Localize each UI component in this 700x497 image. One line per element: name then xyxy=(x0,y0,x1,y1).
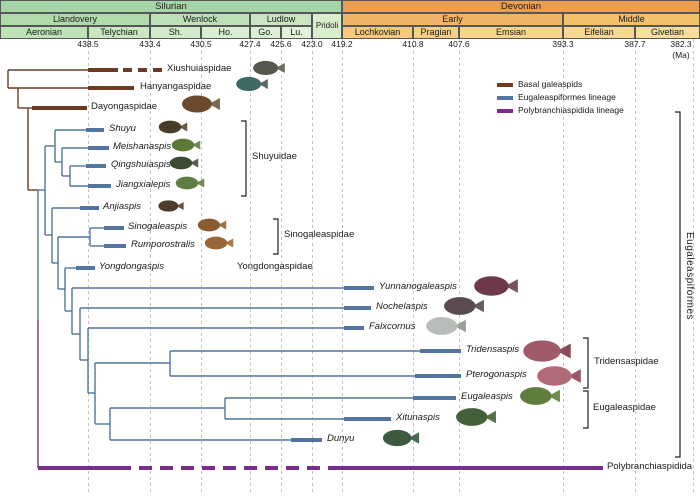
age-387-7: 387.7 xyxy=(624,39,646,49)
stage-eifelian: Eifelian xyxy=(563,26,635,39)
basal-range-bars xyxy=(32,68,162,110)
fossil-shuyu-thumbnail xyxy=(158,120,188,134)
stage-homerian: Ho. xyxy=(201,26,250,39)
ma-unit-label: (Ma) xyxy=(672,50,690,60)
taxon-label-qingshuiaspis: Qingshuiaspis xyxy=(111,159,171,170)
fossil-tridensaspis-thumbnail xyxy=(523,340,571,362)
clade-label-tridensaspidae: Tridensaspidae xyxy=(594,356,659,367)
taxon-label-yongdongaspis: Yongdongaspis xyxy=(99,261,164,272)
clade-label-sinogaleaspidae: Sinogaleaspidae xyxy=(284,229,355,240)
clade-label-shuyuidae: Shuyuidae xyxy=(252,151,297,162)
taxon-label-dayongaspidae: Dayongaspidae xyxy=(91,101,158,112)
clade-brackets xyxy=(241,111,681,458)
legend-item-eugaleaspiformes: Eugaleaspiformes lineage xyxy=(497,91,624,104)
taxon-label-yunnanogaleaspis: Yunnanogaleaspis xyxy=(379,281,457,292)
stage-emsian: Emsian xyxy=(459,26,563,39)
age-407-6: 407.6 xyxy=(448,39,470,49)
stage-telychian: Telychian xyxy=(88,26,150,39)
gridlines xyxy=(88,39,694,494)
epoch-pridoli: Pridoli xyxy=(312,13,342,39)
fossil-dayongaspidae-thumbnail xyxy=(182,95,220,113)
age-438-5: 438.5 xyxy=(77,39,99,49)
epoch-ludlow: Ludlow xyxy=(250,13,312,26)
legend-label-polybranchiaspidida: Polybranchiaspidida lineage xyxy=(518,105,624,116)
stage-sheinwoodian: Sh. xyxy=(150,26,201,39)
taxon-label-meishanaspis: Meishanaspis xyxy=(113,141,172,152)
taxon-label-xitunaspis: Xitunaspis xyxy=(396,412,440,423)
legend-swatch-basal-icon xyxy=(497,82,513,87)
stage-ludfordian: Lu. xyxy=(281,26,312,39)
taxon-label-dunyu: Dunyu xyxy=(327,433,355,444)
age-382-3: 382.3 xyxy=(670,39,692,49)
taxon-label-hanyangaspidae: Hanyangaspidae xyxy=(140,81,212,92)
fossil-yunnanogaleaspis-thumbnail xyxy=(474,276,518,296)
taxon-label-falxcornus: Falxcornus xyxy=(369,321,416,332)
age-425-6: 425.6 xyxy=(270,39,292,49)
legend-swatch-eugaleaspiformes-icon xyxy=(497,95,513,100)
legend-item-polybranchiaspidida: Polybranchiaspidida lineage xyxy=(497,104,624,117)
legend-swatch-polybranchiaspidida-icon xyxy=(497,108,513,113)
fossil-qingshuiaspis-thumbnail xyxy=(169,156,199,170)
taxon-label-rumporostralis: Rumporostralis xyxy=(131,239,195,250)
age-433-4: 433.4 xyxy=(139,39,161,49)
stage-lochkovian: Lochkovian xyxy=(342,26,413,39)
fossil-jiangxialepis-thumbnail xyxy=(175,176,205,190)
fossil-sinogaleaspis-thumbnail xyxy=(197,218,227,232)
stage-givetian: Givetian xyxy=(635,26,700,39)
epoch-early-devonian: Early xyxy=(342,13,563,26)
fossil-xiushuiaspidae-thumbnail xyxy=(253,60,285,76)
taxon-label-nochelaspis: Nochelaspis xyxy=(376,301,428,312)
fossil-pterogonaspis-thumbnail xyxy=(537,366,581,386)
legend-label-basal: Basal galeaspids xyxy=(518,79,583,90)
epoch-llandovery: Llandovery xyxy=(0,13,150,26)
polybranchiaspidida-line xyxy=(37,320,603,470)
epoch-wenlock: Wenlock xyxy=(150,13,250,26)
eugaleaspiformes-range-bars xyxy=(76,128,461,442)
fossil-anjiaspis-thumbnail xyxy=(158,200,184,212)
fossil-falxcornus-thumbnail xyxy=(426,317,466,335)
taxon-label-xiushuiaspidae: Xiushuiaspidae xyxy=(167,63,232,74)
legend-label-eugaleaspiformes: Eugaleaspiformes lineage xyxy=(518,92,616,103)
fossil-meishanaspis-thumbnail xyxy=(171,138,201,152)
tree-basal-branches xyxy=(7,69,88,191)
taxon-label-tridensaspis: Tridensaspis xyxy=(466,344,520,355)
taxon-label-sinogaleaspis: Sinogaleaspis xyxy=(128,221,188,232)
taxon-label-jiangxialepis: Jiangxialepis xyxy=(116,179,171,190)
stage-gorstian: Go. xyxy=(250,26,281,39)
taxon-label-polybranchiaspidida: Polybranchiaspidida xyxy=(607,461,693,472)
clade-label-eugaleaspidae: Eugaleaspidae xyxy=(593,402,656,413)
bracket-tridensaspidae xyxy=(583,337,589,389)
epoch-middle-devonian: Middle xyxy=(563,13,700,26)
age-419-2: 419.2 xyxy=(331,39,353,49)
fossil-nochelaspis-thumbnail xyxy=(444,297,484,315)
age-430-5: 430.5 xyxy=(190,39,212,49)
legend: Basal galeaspids Eugaleaspiformes lineag… xyxy=(497,78,624,117)
tree-eugaleaspiformes-branches xyxy=(37,129,420,441)
fossil-hanyangaspidae-thumbnail xyxy=(236,76,268,92)
bracket-shuyuidae xyxy=(241,120,247,197)
bracket-sinogaleaspidae xyxy=(273,218,279,255)
period-silurian: Silurian xyxy=(0,0,342,13)
bracket-eugaleaspiformes xyxy=(675,111,681,458)
clade-label-yongdongaspidae: Yongdongaspidae xyxy=(237,261,313,272)
taxon-label-pterogonaspis: Pterogonaspis xyxy=(466,369,527,380)
fossil-eugaleaspis-thumbnail xyxy=(520,387,560,405)
fossil-dunyu-thumbnail xyxy=(382,429,420,447)
legend-item-basal: Basal galeaspids xyxy=(497,78,624,91)
stage-pragian: Pragian xyxy=(413,26,459,39)
fossil-rumporostralis-thumbnail xyxy=(204,236,234,250)
age-393-3: 393.3 xyxy=(552,39,574,49)
taxon-label-eugaleaspis: Eugaleaspis xyxy=(461,391,513,402)
clade-label-eugaleaspiformes: Eugaleaspiformes xyxy=(684,232,695,321)
age-410-8: 410.8 xyxy=(402,39,424,49)
age-427-4: 427.4 xyxy=(239,39,261,49)
taxon-label-anjiaspis: Anjiaspis xyxy=(103,201,142,212)
taxon-label-shuyu: Shuyu xyxy=(109,123,136,134)
stage-aeronian: Aeronian xyxy=(0,26,88,39)
period-devonian: Devonian xyxy=(342,0,700,13)
age-423-0: 423.0 xyxy=(301,39,323,49)
bracket-eugaleaspidae xyxy=(583,390,589,429)
fossil-xitunaspis-thumbnail xyxy=(456,408,496,426)
